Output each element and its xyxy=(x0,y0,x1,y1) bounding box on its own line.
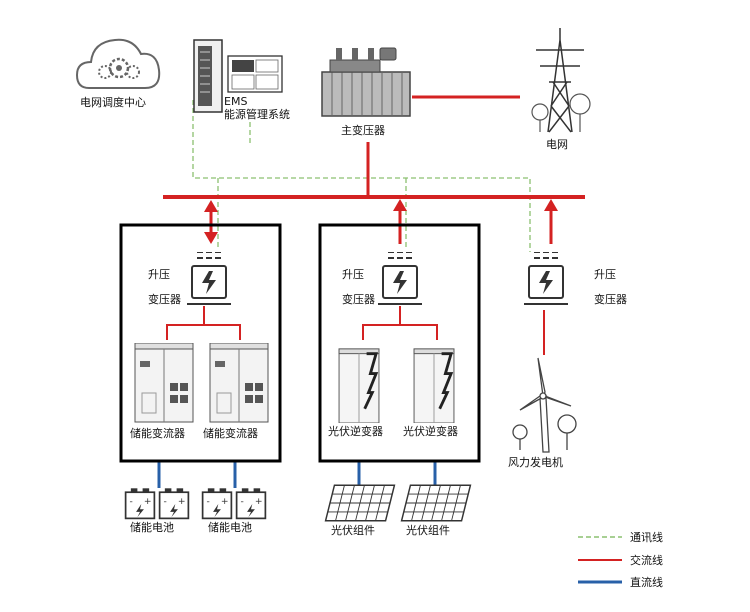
pv-inverter-right-icon xyxy=(412,347,456,423)
dc-lines xyxy=(157,460,437,488)
pv-module-left-icon xyxy=(324,484,396,522)
battery-left-label: 储能电池 xyxy=(130,520,174,534)
storage-step-up-label-line2: 变压器 xyxy=(148,292,181,306)
pv-up-arrow xyxy=(393,199,407,244)
pv-module-left-label: 光伏组件 xyxy=(331,523,375,537)
legend-dc-label: 直流线 xyxy=(630,575,663,589)
dispatch-center-label: 电网调度中心 xyxy=(80,95,146,109)
wind-step-up-label-line1: 升压 xyxy=(594,268,616,281)
pcs-right-icon xyxy=(209,343,269,423)
storage-unit-box xyxy=(119,223,282,463)
pcs-left-label: 储能变流器 xyxy=(130,426,185,440)
grid-tower-icon xyxy=(536,28,584,133)
pv-inverter-left-icon xyxy=(337,347,381,423)
pv-inverter-right-label: 光伏逆变器 xyxy=(403,424,458,438)
ems-cabinet-icon xyxy=(193,39,223,113)
tree-icon xyxy=(531,93,591,132)
pv-inverter-left-label: 光伏逆变器 xyxy=(328,424,383,438)
battery-right-icon xyxy=(201,487,267,520)
battery-left-icon xyxy=(124,487,190,520)
wind-step-up-label-line2: 变压器 xyxy=(594,292,627,306)
wind-generator-label: 风力发电机 xyxy=(508,455,563,469)
pv-unit-box xyxy=(318,223,481,463)
legend: 通讯线 交流线 直流线 xyxy=(578,530,663,589)
storage-ac-branch xyxy=(166,306,241,340)
pcs-right-label: 储能变流器 xyxy=(203,426,258,440)
dispatch-center-cloud-icon xyxy=(75,38,161,89)
wind-step-up-transformer-icon xyxy=(524,252,568,305)
legend-ac-label: 交流线 xyxy=(630,553,663,567)
pv-step-up-label-line2: 变压器 xyxy=(342,292,375,306)
storage-step-up-transformer-icon xyxy=(187,252,231,305)
battery-right-label: 储能电池 xyxy=(208,520,252,534)
storage-bidirectional-arrow xyxy=(204,200,218,244)
grid-label: 电网 xyxy=(546,138,568,151)
comm-line-dispatch xyxy=(192,100,531,252)
comm-lines xyxy=(192,100,531,252)
wind-up-arrow xyxy=(544,199,558,244)
ac-lines xyxy=(163,95,585,355)
main-transformer-icon xyxy=(321,47,411,117)
ems-monitor-icon xyxy=(227,55,283,93)
wind-turbine-icon xyxy=(512,357,577,453)
legend-comm-label: 通讯线 xyxy=(630,530,663,544)
main-transformer-label: 主变压器 xyxy=(341,123,385,137)
pv-module-right-icon xyxy=(400,484,472,522)
power-flow-arrows xyxy=(204,199,558,244)
ems-label-line1: EMS xyxy=(224,95,247,108)
pv-module-right-label: 光伏组件 xyxy=(406,523,450,537)
pv-step-up-label-line1: 升压 xyxy=(342,268,364,281)
pcs-left-icon xyxy=(134,343,194,423)
ems-label-line2: 能源管理系统 xyxy=(224,107,290,121)
pv-step-up-transformer-icon xyxy=(378,252,422,305)
storage-step-up-label-line1: 升压 xyxy=(148,268,170,281)
pv-ac-branch xyxy=(362,306,438,340)
